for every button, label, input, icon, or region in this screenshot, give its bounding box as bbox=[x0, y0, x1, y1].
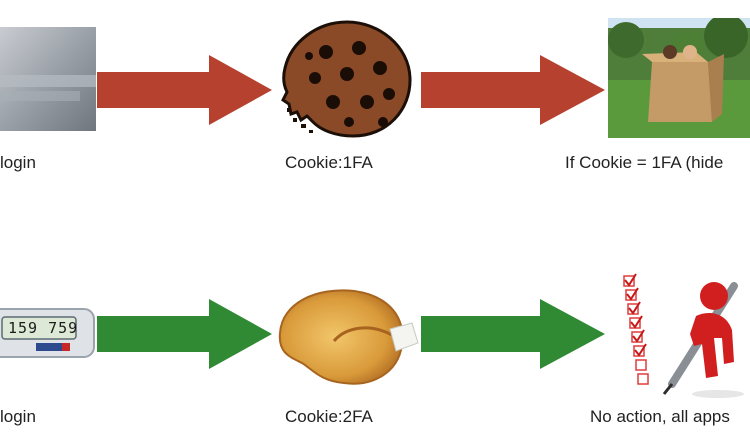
chocolate-chip-cookie-image bbox=[279, 18, 415, 140]
no-action-label: No action, all apps bbox=[590, 407, 730, 426]
login-label: login bbox=[0, 153, 36, 172]
token-display-text: 159 759 bbox=[8, 319, 79, 337]
fortune-cookie-image bbox=[272, 283, 424, 391]
arrow-right-icon bbox=[97, 299, 272, 369]
checklist-figure-image bbox=[614, 266, 750, 402]
login-label: login bbox=[0, 407, 36, 426]
cookie-1fa-label: Cookie:1FA bbox=[285, 153, 373, 172]
arrow-right-icon bbox=[421, 299, 605, 369]
arrow-right-icon bbox=[421, 55, 605, 125]
arrow-right-icon bbox=[97, 55, 272, 125]
cookie-2fa-label: Cookie:2FA bbox=[285, 407, 373, 426]
kids-in-box-photo bbox=[608, 18, 750, 138]
login-screen-image bbox=[0, 27, 96, 131]
rsa-token-device: 159 759 bbox=[0, 307, 97, 359]
condition-label: If Cookie = 1FA (hide bbox=[565, 153, 724, 172]
